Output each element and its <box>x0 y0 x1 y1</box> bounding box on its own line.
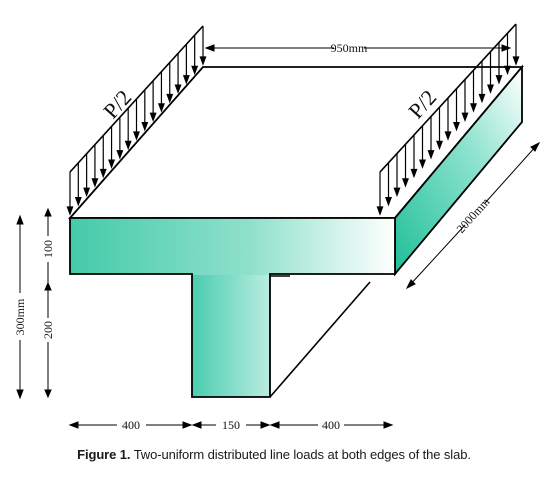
load-arrow-head <box>99 168 107 179</box>
dimension-web-height <box>44 281 52 399</box>
web-back-edges <box>269 275 371 398</box>
left-distributed-load <box>66 25 207 216</box>
figure-caption: Figure 1. Two-uniform distributed line l… <box>0 447 548 462</box>
load-arrow-head <box>410 168 418 179</box>
load-arrow-head <box>495 75 503 85</box>
load-arrow-head <box>461 112 469 122</box>
dimension-web-label: 200 <box>41 321 55 339</box>
load-arrow-head <box>512 56 520 66</box>
dimension-web-width-label: 150 <box>222 418 240 432</box>
load-arrow-head <box>157 103 165 113</box>
load-arrow-head <box>393 187 401 197</box>
load-arrow-head <box>124 140 132 151</box>
dimension-top-length-label: 950mm <box>331 41 368 55</box>
dimension-total-height-label: 300mm <box>13 298 27 335</box>
load-arrow-head <box>199 56 207 66</box>
dimension-depth <box>405 141 541 290</box>
left-load-label: P/2 <box>98 85 136 124</box>
load-arrow-head <box>108 159 116 169</box>
dimension-depth-label: 2000mm <box>454 194 493 236</box>
load-arrow-head <box>453 122 460 132</box>
dimension-bottom-chain <box>68 421 394 429</box>
t-section-web <box>193 275 269 396</box>
right-distributed-load <box>376 23 520 216</box>
load-arrow-head <box>149 112 157 122</box>
load-arrow-head <box>91 178 99 188</box>
load-arrow-head <box>444 131 452 141</box>
load-arrow-head <box>402 178 409 188</box>
figure-caption-text: Two-uniform distributed line loads at bo… <box>133 447 471 462</box>
dimension-flange-label: 100 <box>41 240 55 258</box>
load-arrow-head <box>83 187 91 197</box>
dimension-left-overhang-label: 400 <box>122 418 140 432</box>
dimension-right-overhang-label: 400 <box>322 418 340 432</box>
load-arrow-head <box>470 103 477 113</box>
load-arrow-head <box>166 93 174 104</box>
load-arrow-head <box>133 131 140 141</box>
load-arrow-head <box>66 206 74 216</box>
load-arrow-head <box>116 150 124 160</box>
load-arrow-head <box>141 122 149 132</box>
load-arrow-head <box>182 75 190 85</box>
t-beam-slab-diagram: P/2 P/2 950mm 2000mm 300mm 100 <box>13 23 541 432</box>
load-arrow-head <box>478 93 486 104</box>
load-arrow-head <box>191 65 199 76</box>
load-arrow-head <box>174 84 182 94</box>
load-arrow-head <box>419 159 426 169</box>
figure-caption-label: Figure 1. <box>77 447 131 462</box>
load-arrow-head <box>427 150 435 160</box>
dimension-top-length <box>204 44 512 52</box>
dimension-total-height <box>16 214 24 400</box>
load-arrow-head <box>487 84 494 94</box>
dimension-flange-thickness <box>44 207 52 283</box>
load-arrow-head <box>504 65 511 76</box>
load-arrow-head <box>436 140 443 151</box>
load-arrow-head <box>385 197 392 207</box>
load-arrow-head <box>376 206 384 216</box>
load-arrow-head <box>74 197 82 207</box>
